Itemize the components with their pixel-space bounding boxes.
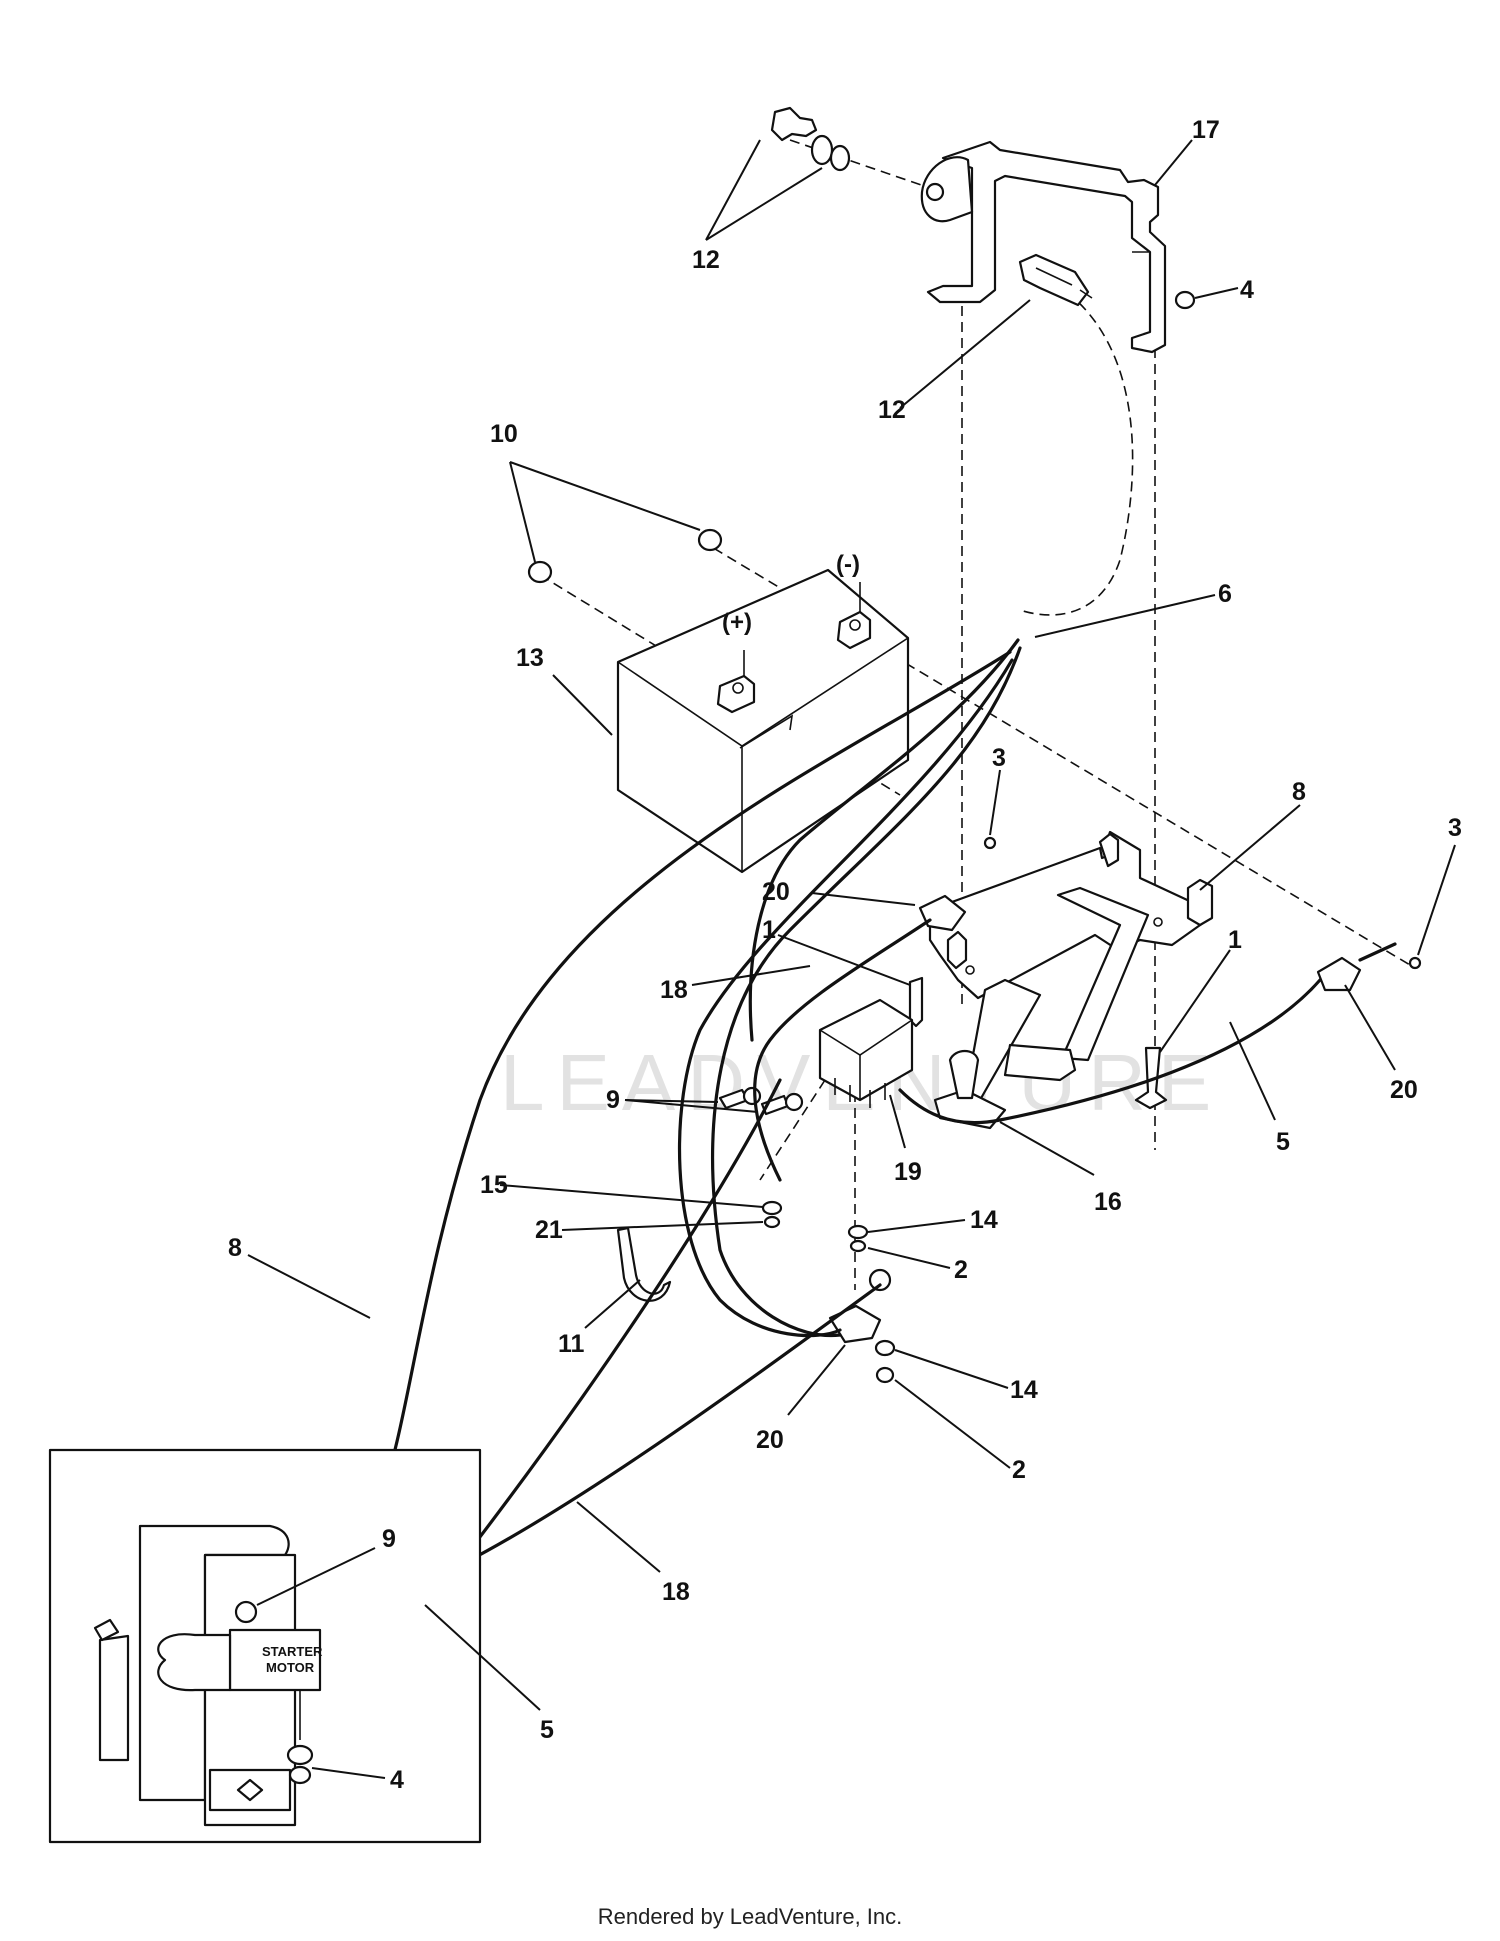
callout-3-left: 3 — [992, 744, 1006, 772]
battery — [616, 568, 910, 874]
callout-18-top: 18 — [660, 976, 688, 1004]
callout-16: 16 — [1094, 1188, 1122, 1216]
callout-20-bottom: 20 — [756, 1426, 784, 1454]
ignition-key — [770, 106, 851, 172]
callout-18-bottom: 18 — [662, 1578, 690, 1606]
render-credit: Rendered by LeadVenture, Inc. — [597, 1904, 903, 1929]
callout-4-upper: 4 — [1240, 276, 1254, 304]
callout-12-switch: 12 — [878, 396, 906, 424]
callout-11: 11 — [558, 1330, 585, 1358]
tray-bolts — [908, 976, 1168, 1110]
leader-lines — [247, 139, 1456, 1779]
callout-13: 13 — [516, 644, 544, 672]
callout-10: 10 — [490, 420, 518, 448]
inset-engine-view — [48, 1448, 482, 1844]
cable-clip — [616, 1226, 672, 1302]
callout-2-lower: 2 — [1012, 1456, 1026, 1484]
callout-17: 17 — [1192, 116, 1220, 144]
nut-upper — [1174, 290, 1196, 310]
callout-labels: 17 12 4 12 10 6 13 3 8 3 20 1 1 18 20 9 … — [228, 116, 1462, 1794]
callout-8-cable: 8 — [228, 1234, 242, 1262]
upper-bracket — [920, 140, 1167, 354]
callout-5-right: 5 — [1276, 1128, 1290, 1156]
callout-5-inset: 5 — [540, 1716, 554, 1744]
callout-15: 15 — [480, 1171, 508, 1199]
callout-12-key: 12 — [692, 246, 720, 274]
starter-label-1: STARTER — [262, 1644, 323, 1659]
terminal-boots — [828, 894, 1362, 1344]
callout-1-right: 1 — [1228, 926, 1242, 954]
callout-6: 6 — [1218, 580, 1232, 608]
solenoid — [818, 998, 914, 1108]
callout-9-inset: 9 — [382, 1525, 396, 1553]
battery-hold-nuts — [527, 528, 723, 584]
callout-14-lower: 14 — [1010, 1376, 1038, 1404]
callout-21: 21 — [535, 1216, 563, 1244]
ignition-switch — [1018, 253, 1093, 307]
callout-4-inset: 4 — [390, 1766, 404, 1794]
callout-9-top: 9 — [606, 1086, 620, 1114]
callout-20-top: 20 — [762, 878, 790, 906]
callout-14-upper: 14 — [970, 1206, 998, 1234]
positive-terminal-label: (+) — [722, 609, 752, 636]
negative-terminal-label: (-) — [836, 551, 860, 578]
starter-label-2: MOTOR — [266, 1660, 315, 1675]
callout-8-tray: 8 — [1292, 778, 1306, 806]
callout-19: 19 — [894, 1158, 922, 1186]
callout-1-left: 1 — [762, 916, 776, 944]
callout-2-upper: 2 — [954, 1256, 968, 1284]
callout-3-right: 3 — [1448, 814, 1462, 842]
callout-20-right: 20 — [1390, 1076, 1418, 1104]
small-hardware — [761, 836, 1422, 1384]
